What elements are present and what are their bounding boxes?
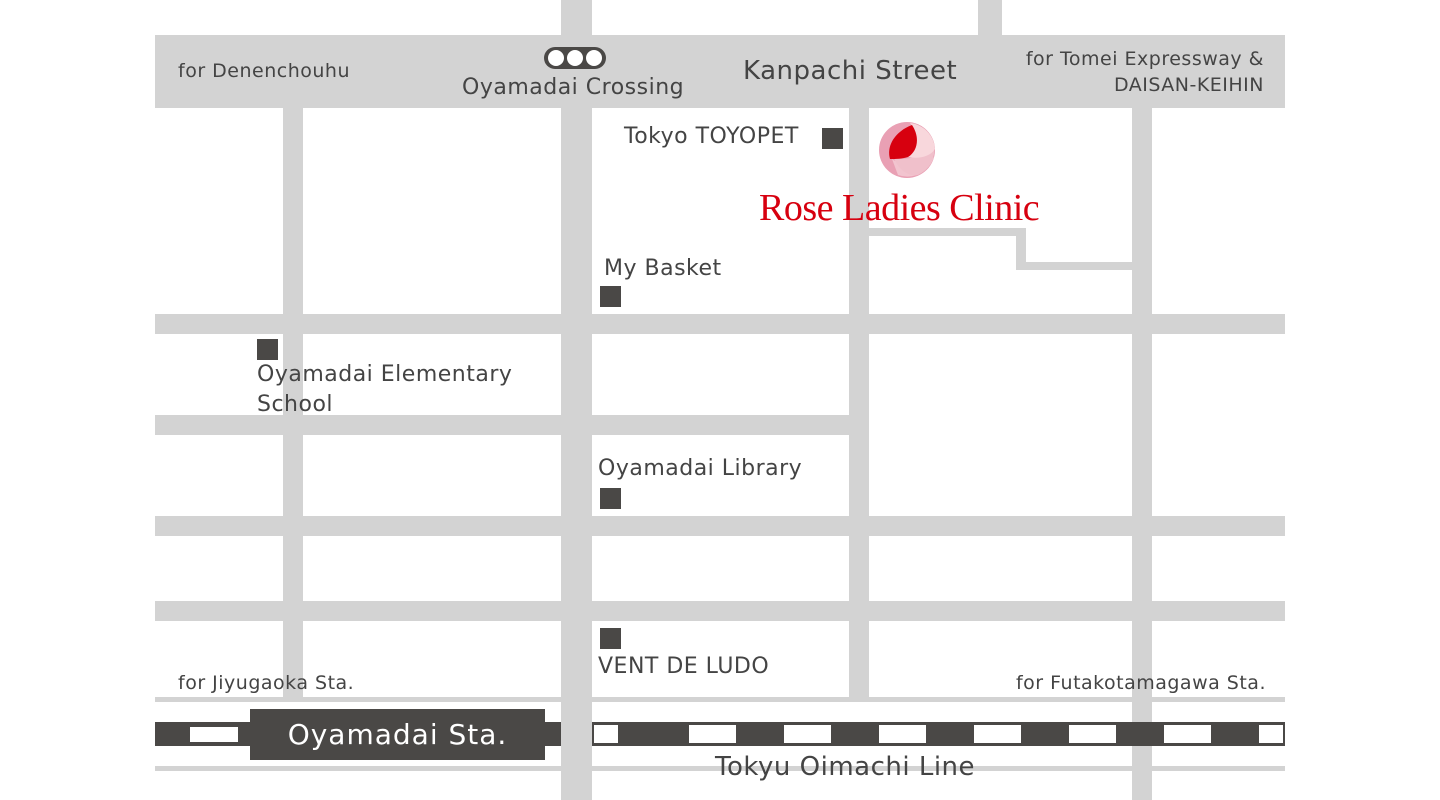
clinic-path	[1016, 228, 1026, 270]
railway-line-name: Tokyu Oimachi Line	[715, 752, 976, 782]
road	[155, 415, 849, 435]
landmark-my-basket: My Basket	[604, 256, 722, 281]
landmark-library: Oyamadai Library	[598, 456, 803, 481]
road	[561, 0, 592, 800]
landmark-marker-icon	[600, 286, 621, 307]
road	[283, 108, 303, 697]
label-daisan: DAISAN-KEIHIN	[1113, 74, 1264, 96]
road	[849, 108, 869, 697]
label-denenchouhu: for Denenchouhu	[178, 60, 350, 82]
road	[155, 601, 1285, 621]
landmark-marker-icon	[600, 628, 621, 649]
road	[978, 0, 1002, 35]
label-futakotamagawa: for Futakotamagawa Sta.	[1015, 672, 1266, 694]
station-name: Oyamadai Sta.	[287, 718, 508, 751]
railway-dash	[594, 725, 618, 743]
label-jiyugaoka: for Jiyugaoka Sta.	[178, 672, 355, 694]
landmark-tokyo-toyopet: Tokyo TOYOPET	[624, 124, 799, 149]
label-tomei: for Tomei Expressway &	[1025, 48, 1264, 70]
railway-dash	[689, 725, 736, 743]
railway-dash	[879, 725, 926, 743]
railway-dash	[1164, 725, 1211, 743]
label-crossing: Oyamadai Crossing	[462, 75, 685, 100]
road	[1132, 108, 1152, 800]
railway-dash	[1259, 725, 1283, 743]
railroad-crossing-icon	[544, 47, 606, 69]
clinic-logo-icon	[879, 122, 935, 178]
clinic-path	[869, 228, 1026, 236]
road-kanpachi	[155, 35, 1285, 108]
landmark-elementary-school: Oyamadai Elementary	[257, 362, 513, 387]
landmark-marker-icon	[822, 128, 843, 149]
landmark-elementary-school-line2: School	[257, 392, 334, 417]
railway-dash	[1069, 725, 1116, 743]
road	[155, 766, 1285, 771]
station-box: Oyamadai Sta.	[250, 709, 545, 760]
road	[155, 314, 1285, 334]
clinic-name: Rose Ladies Clinic	[759, 187, 1040, 229]
railway-dash	[974, 725, 1021, 743]
road	[155, 697, 1285, 702]
road	[155, 516, 1285, 536]
landmark-vent-de-ludo: VENT DE LUDO	[598, 654, 770, 679]
railway-dash	[784, 725, 831, 743]
landmark-marker-icon	[257, 339, 278, 360]
clinic-path	[1016, 262, 1132, 270]
label-kanpachi: Kanpachi Street	[743, 56, 958, 86]
landmark-marker-icon	[600, 488, 621, 509]
